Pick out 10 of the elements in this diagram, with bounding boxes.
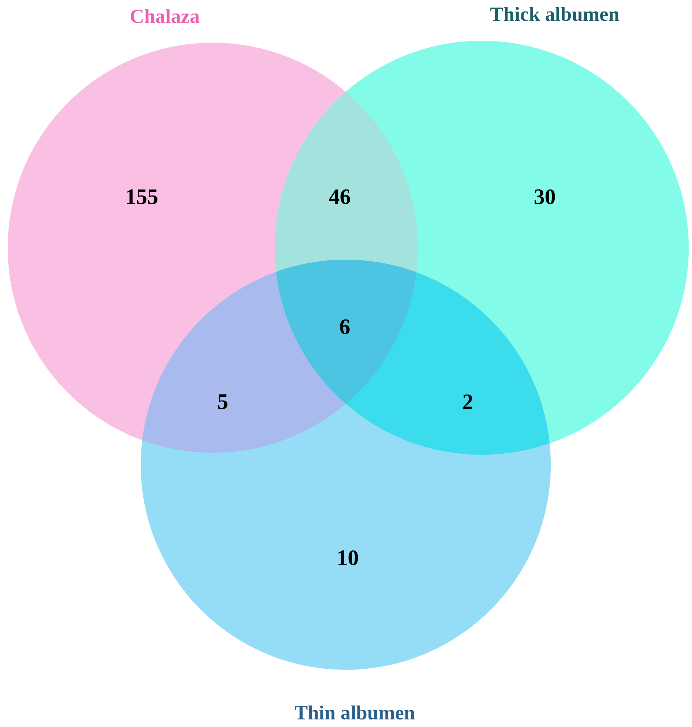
node-label: Chalaza — [130, 9, 200, 24]
count-label: 5 — [218, 394, 228, 410]
count-label: 30 — [534, 190, 556, 204]
count-label: 2 — [463, 394, 473, 410]
count-label: 10 — [338, 550, 358, 566]
node-label: Thin albumen — [295, 706, 415, 720]
node-label: Thick albumen — [490, 7, 620, 22]
count-label: 6 — [340, 320, 350, 334]
count-label: 46 — [329, 190, 350, 204]
count-label: 155 — [127, 190, 158, 204]
